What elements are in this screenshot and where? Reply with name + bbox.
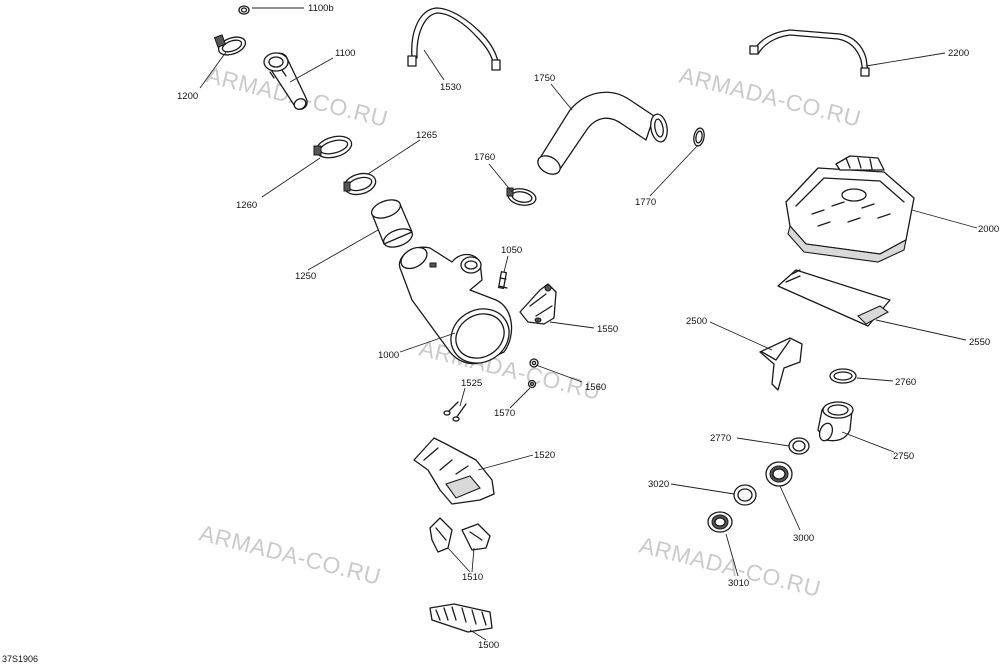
callout-1100: 1100 [335, 48, 355, 59]
callout-1525: 1525 [461, 378, 482, 389]
callout-1050: 1050 [501, 245, 522, 256]
part-1570-nut[interactable] [527, 379, 537, 389]
callout-1550: 1550 [597, 324, 618, 335]
callout-labels: 1100b 1100 1200 1530 1750 2200 1265 1260… [177, 3, 999, 651]
callout-1520: 1520 [534, 450, 555, 461]
callout-2770: 2770 [710, 433, 731, 444]
part-1525-bolts[interactable] [443, 401, 467, 422]
callout-2550: 2550 [969, 337, 990, 348]
callout-1750: 1750 [534, 73, 555, 84]
callout-1560: 1560 [585, 382, 606, 393]
part-2770-clamp[interactable] [788, 437, 810, 455]
callout-1530: 1530 [440, 82, 461, 93]
callout-1770: 1770 [635, 197, 656, 208]
callout-3010: 3010 [728, 578, 749, 589]
part-2000-silencer[interactable] [785, 155, 915, 263]
callout-3020: 3020 [648, 479, 669, 490]
watermark-bottom-left: ARMADA-CO.RU [197, 520, 384, 590]
part-1100b-oring[interactable] [238, 5, 250, 15]
watermark-top-right: ARMADA-CO.RU [677, 62, 864, 132]
leader-lines [199, 7, 978, 641]
part-1760-clamp[interactable] [506, 187, 537, 208]
callout-2000: 2000 [978, 224, 999, 235]
part-1500-shield[interactable] [429, 603, 493, 633]
part-1770-clamp[interactable] [693, 127, 706, 147]
callout-1570: 1570 [494, 408, 515, 419]
part-3020-gasket[interactable] [733, 484, 757, 506]
callout-1100b: 1100b [308, 3, 334, 14]
part-3010-ring[interactable] [707, 511, 733, 533]
part-1265-clamp[interactable] [342, 170, 378, 198]
part-2750-elbow[interactable] [817, 401, 854, 443]
callout-2500: 2500 [686, 316, 707, 327]
part-2200-strap[interactable] [749, 29, 870, 77]
callout-1760: 1760 [474, 152, 495, 163]
part-3000-coupler[interactable] [765, 461, 793, 487]
part-2500-bracket[interactable] [759, 337, 803, 391]
part-1550-bracket[interactable] [519, 283, 557, 325]
part-1050-sensor[interactable] [497, 271, 508, 290]
part-1510-brackets[interactable] [429, 517, 491, 553]
callout-2760: 2760 [895, 377, 916, 388]
callout-1200: 1200 [177, 91, 198, 102]
callout-1250: 1250 [295, 271, 316, 282]
callout-3000: 3000 [793, 533, 814, 544]
part-1100-tailpipe[interactable] [263, 52, 308, 111]
part-2760-clamp[interactable] [829, 368, 857, 384]
part-1250-sleeve[interactable] [369, 196, 415, 250]
diagram-reference: 37S1906 [2, 654, 38, 664]
part-1200-clamp[interactable] [213, 34, 248, 59]
part-1520-heatshield[interactable] [413, 437, 495, 505]
part-2550-heatshield[interactable] [777, 269, 891, 327]
part-1560-nut[interactable] [529, 358, 539, 368]
part-1000-muffler[interactable] [397, 243, 519, 373]
callout-1510: 1510 [462, 572, 483, 583]
part-1530-strap[interactable] [407, 7, 501, 71]
callout-2750: 2750 [893, 451, 914, 462]
callout-1265: 1265 [416, 130, 437, 141]
part-1260-clamp[interactable] [313, 133, 354, 162]
callout-1500: 1500 [478, 640, 499, 651]
callout-2200: 2200 [948, 48, 969, 59]
part-1750-hose[interactable] [535, 91, 670, 178]
callout-1000: 1000 [378, 350, 399, 361]
callout-1260: 1260 [236, 200, 257, 211]
